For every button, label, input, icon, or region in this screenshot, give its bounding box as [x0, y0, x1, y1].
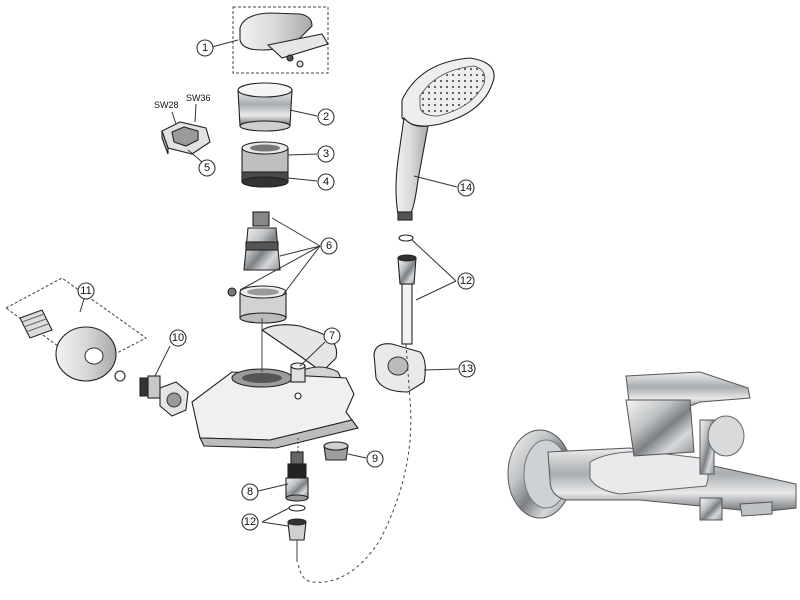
wall-holder-part: [373, 343, 459, 393]
svg-text:11: 11: [80, 285, 91, 297]
callout-6: 6: [320, 237, 338, 255]
lever-handle-dashed-box: [232, 6, 329, 74]
lever-handle-group: [211, 6, 329, 74]
wrench-size-label-2: SW36: [186, 93, 211, 103]
svg-text:12: 12: [244, 516, 256, 528]
svg-text:12: 12: [460, 275, 472, 287]
photo-cartridge-cover: [625, 399, 695, 457]
mixer-body: [191, 318, 359, 460]
svg-text:14: 14: [460, 182, 472, 194]
callout-12-upper: 12: [457, 272, 475, 290]
check-valve-part: [139, 345, 189, 417]
mixer-wall-boss: [260, 324, 338, 373]
hose-sleeve: [401, 283, 413, 345]
cartridge-stem: [252, 211, 270, 227]
mixer-spout-base: [199, 419, 359, 449]
callout-10: 10: [169, 329, 187, 347]
hand-shower-handle: [395, 116, 429, 215]
seals-lower-part: [261, 504, 307, 562]
callout-14: 14: [457, 179, 475, 197]
callout-12-lower: 12: [241, 513, 259, 531]
callout-8: 8: [241, 483, 259, 501]
callout-7: 7: [323, 327, 341, 345]
lever-handle-cap: [296, 60, 304, 68]
svg-text:9: 9: [372, 453, 378, 465]
lever-handle-plate: [266, 33, 329, 59]
hose-path: [297, 343, 412, 583]
cartridge-nut-part: [241, 171, 318, 188]
cartridge-small-screw: [227, 287, 237, 297]
callout-2: 2: [317, 108, 335, 126]
wrench-size-label-1: SW28: [154, 100, 179, 110]
photo-spout: [739, 501, 773, 517]
lever-handle-screw: [286, 54, 294, 62]
svg-text:4: 4: [323, 176, 329, 188]
svg-text:7: 7: [329, 330, 335, 342]
svg-text:3: 3: [323, 148, 329, 160]
retaining-ring-part: [241, 141, 318, 173]
cover-cap-part: [237, 82, 318, 132]
svg-text:1: 1: [202, 42, 208, 54]
svg-text:2: 2: [323, 111, 329, 123]
callout-3: 3: [317, 145, 335, 163]
callout-1: 1: [196, 39, 214, 57]
svg-text:8: 8: [247, 486, 253, 498]
hand-shower-spray-face: [419, 65, 486, 117]
aerator-part: [323, 441, 367, 461]
product-photo: [507, 371, 797, 521]
callout-11: 11: [77, 282, 95, 300]
eccentric-seal-ring: [114, 370, 126, 382]
callout-5: 5: [198, 159, 216, 177]
seals-upper-part: [397, 234, 457, 345]
callout-13: 13: [458, 360, 476, 378]
svg-text:6: 6: [326, 240, 332, 252]
svg-text:13: 13: [461, 363, 473, 375]
callout-4: 4: [317, 173, 335, 191]
eccentric-connection-group: [5, 277, 147, 382]
svg-text:10: 10: [172, 332, 184, 344]
svg-text:5: 5: [204, 162, 210, 174]
wrench-part: SW28 SW36: [154, 93, 211, 163]
cartridge-set-part: [227, 211, 321, 324]
callout-9: 9: [366, 450, 384, 468]
hand-shower-part: [395, 57, 495, 221]
diverter-valve-part: [257, 451, 309, 502]
